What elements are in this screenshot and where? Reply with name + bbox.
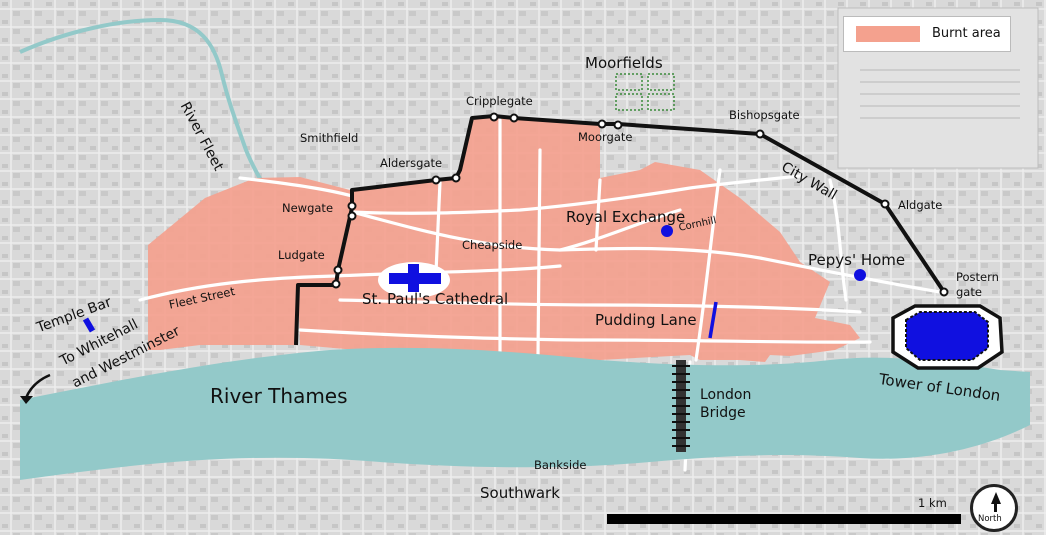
temple-bar-marker bbox=[82, 317, 96, 333]
compass-label: North bbox=[978, 514, 1002, 524]
north-arrow-icon bbox=[991, 492, 1001, 504]
legend-label: Burnt area bbox=[932, 26, 1001, 41]
label-newgate: Newgate bbox=[282, 201, 334, 215]
label-postern-gate-line2: gate bbox=[956, 285, 982, 299]
label-pepys-home: Pepys' Home bbox=[808, 251, 906, 269]
to-whitehall-arrow-icon bbox=[24, 373, 51, 399]
label-river-thames: River Thames bbox=[210, 384, 348, 408]
moorfields-fields bbox=[615, 73, 675, 111]
label-bankside: Bankside bbox=[534, 458, 587, 472]
st-pauls-cross-icon bbox=[389, 264, 441, 292]
royal-exchange-marker bbox=[661, 225, 673, 237]
map-legend: Burnt area bbox=[843, 16, 1011, 52]
label-aldgate: Aldgate bbox=[898, 198, 943, 212]
river-fleet bbox=[19, 17, 264, 183]
label-moorfields: Moorfields bbox=[585, 54, 663, 72]
pudding-lane-marker bbox=[708, 301, 718, 339]
label-st-pauls: St. Paul's Cathedral bbox=[362, 290, 509, 308]
tower-of-london-keep bbox=[905, 311, 989, 361]
city-wall bbox=[294, 114, 946, 346]
label-southwark: Southwark bbox=[480, 484, 560, 502]
burnt-area-swatch bbox=[856, 26, 920, 42]
label-ludgate: Ludgate bbox=[278, 248, 325, 262]
label-smithfield: Smithfield bbox=[300, 131, 359, 145]
label-london-bridge-line1: London bbox=[700, 387, 752, 403]
scale-label: 1 km bbox=[918, 496, 947, 510]
north-compass: North bbox=[970, 484, 1018, 532]
label-postern-gate-line1: Postern bbox=[956, 270, 999, 284]
pepys-home-marker bbox=[854, 269, 866, 281]
scale-bar bbox=[607, 514, 961, 524]
label-pudding-lane: Pudding Lane bbox=[595, 311, 697, 329]
wall-gates bbox=[331, 112, 949, 297]
label-moorgate: Moorgate bbox=[578, 130, 633, 144]
label-cheapside: Cheapside bbox=[462, 238, 523, 252]
label-royal-exchange: Royal Exchange bbox=[566, 208, 686, 226]
label-bishopsgate: Bishopsgate bbox=[729, 108, 800, 122]
label-cripplegate: Cripplegate bbox=[466, 94, 533, 108]
label-london-bridge-line2: Bridge bbox=[700, 405, 746, 421]
label-aldersgate: Aldersgate bbox=[380, 156, 443, 170]
river-thames bbox=[20, 347, 1030, 480]
burnt-area bbox=[148, 116, 860, 362]
